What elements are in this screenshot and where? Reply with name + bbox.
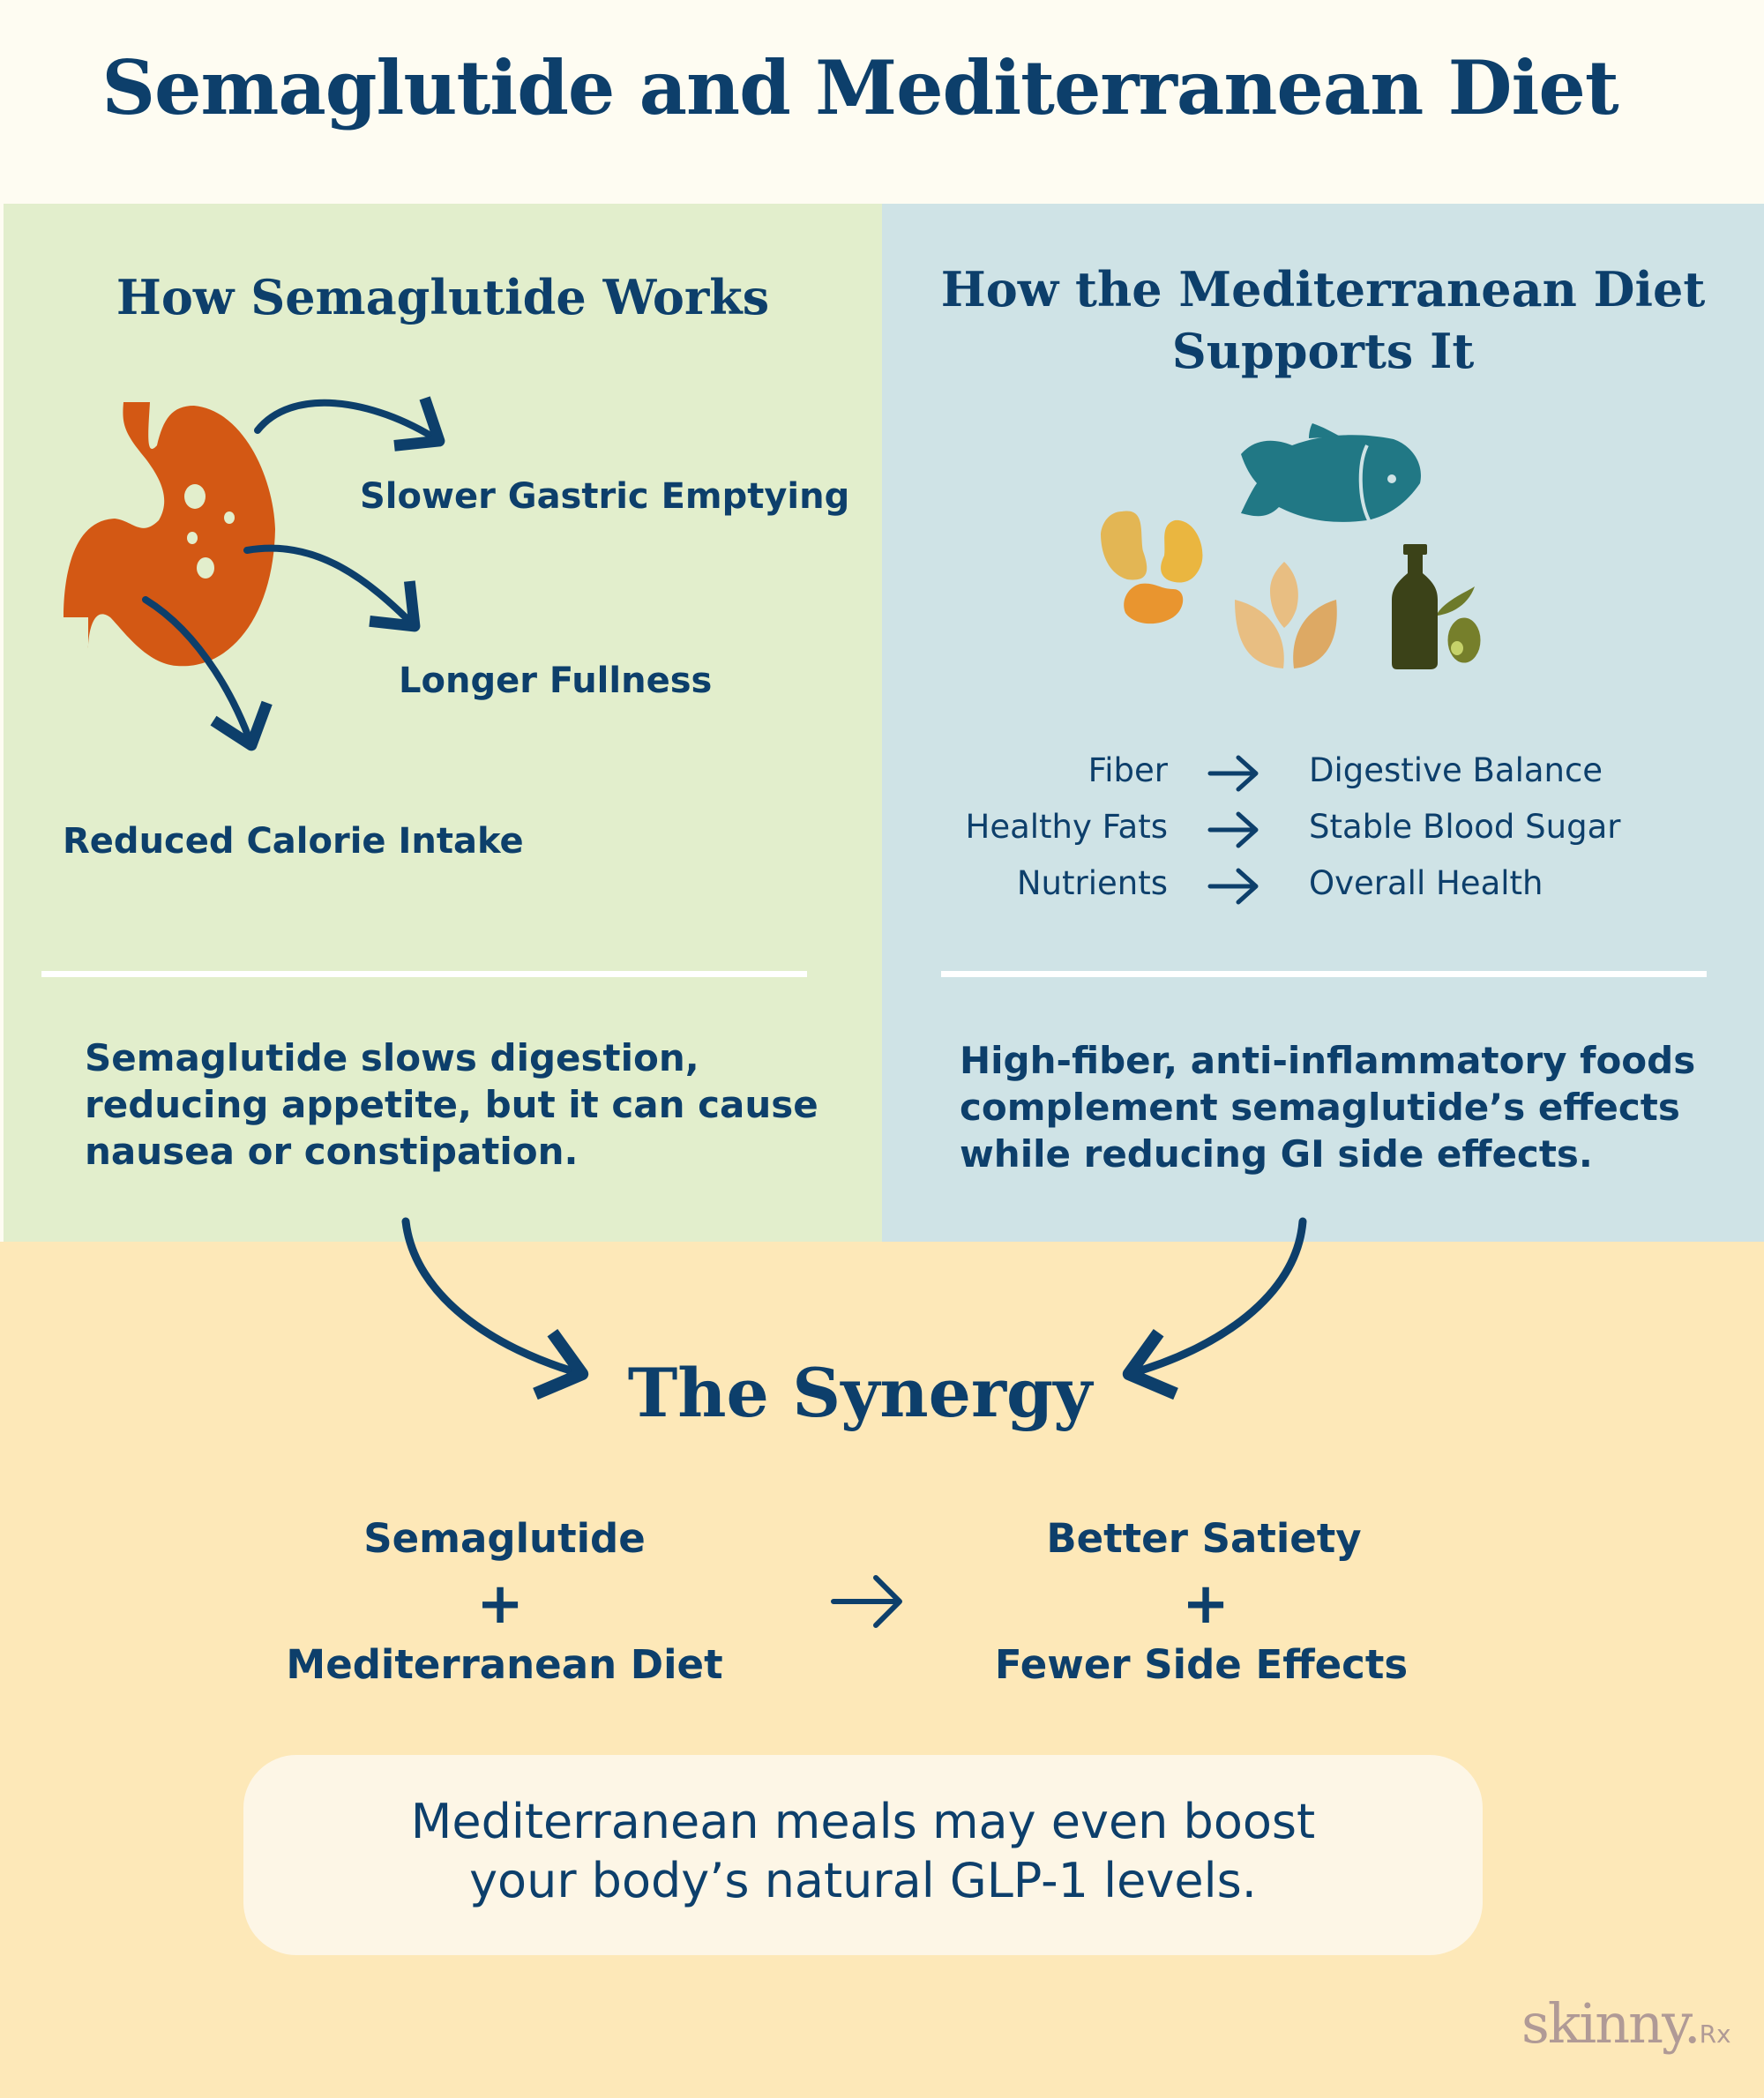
description-line: while reducing GI side effects.: [960, 1132, 1593, 1176]
stomach-icon: [64, 402, 275, 667]
mediterranean-panel: [882, 204, 1764, 1242]
description-line: High-fiber, anti-inflammatory foods: [960, 1039, 1696, 1082]
synergy-heading: The Synergy: [627, 1354, 1093, 1432]
semaglutide-heading: How Semaglutide Works: [116, 269, 770, 325]
heading-line: How the Mediterranean Diet: [940, 261, 1706, 317]
synergy-input: Mediterranean Diet: [286, 1641, 723, 1688]
synergy-panel: [0, 1242, 1764, 2098]
effect-label: Longer Fullness: [399, 661, 713, 701]
mapping-to: Overall Health: [1309, 864, 1544, 902]
synergy-input: Semaglutide: [363, 1515, 646, 1562]
callout-line: Mediterranean meals may even boost: [410, 1794, 1316, 1849]
mapping-from: Fiber: [1088, 751, 1168, 789]
mapping-from: Healthy Fats: [965, 808, 1169, 846]
curved-arrow-icon: [1122, 1217, 1307, 1400]
synergy-output: Fewer Side Effects: [994, 1641, 1409, 1688]
plus-sign: +: [1182, 1572, 1230, 1637]
skinny-rx-logo: skinny.Rx: [1521, 1991, 1731, 2056]
description-line: reducing appetite, but it can cause: [85, 1083, 818, 1126]
mediterranean-heading: How the Mediterranean Diet Supports It: [882, 258, 1764, 382]
semaglutide-description: Semaglutide slows digestion, reducing ap…: [85, 1034, 818, 1175]
description-line: complement semaglutide’s effects: [960, 1086, 1680, 1129]
arrow-right-icon: [1207, 755, 1259, 905]
semaglutide-panel: [4, 204, 882, 1242]
arrow-icon: [254, 396, 445, 452]
grain-leaves-icon: [1235, 562, 1337, 668]
logo-text: skinny.: [1521, 1991, 1701, 2056]
mapping-to: Digestive Balance: [1309, 751, 1603, 789]
glp1-callout: Mediterranean meals may even boost your …: [243, 1755, 1483, 1955]
beans-icon: [1101, 511, 1203, 624]
arrow-icon: [243, 544, 421, 632]
effect-label: Reduced Calorie Intake: [63, 821, 524, 862]
synergy-output: Better Satiety: [1046, 1515, 1362, 1562]
heading-line: Supports It: [1171, 323, 1475, 379]
page-title: Semaglutide and Mediterranean Diet: [101, 44, 1618, 131]
divider: [941, 971, 1707, 977]
plus-sign: +: [476, 1572, 524, 1637]
curved-arrow-icon: [401, 1217, 589, 1400]
mapping-to: Stable Blood Sugar: [1309, 808, 1621, 846]
arrow-right-icon: [831, 1575, 902, 1628]
arrow-icon: [142, 596, 273, 751]
logo-suffix: Rx: [1699, 2020, 1731, 2049]
description-line: Semaglutide slows digestion,: [85, 1036, 699, 1079]
divider: [41, 971, 807, 977]
description-line: nausea or constipation.: [85, 1130, 579, 1173]
callout-line: your body’s natural GLP-1 levels.: [469, 1853, 1257, 1908]
fish-icon: [1241, 423, 1421, 522]
mediterranean-description: High-fiber, anti-inflammatory foods comp…: [960, 1037, 1695, 1177]
mapping-from: Nutrients: [1016, 864, 1168, 902]
olive-oil-bottle-icon: [1392, 544, 1484, 669]
effect-label: Slower Gastric Emptying: [360, 476, 850, 517]
